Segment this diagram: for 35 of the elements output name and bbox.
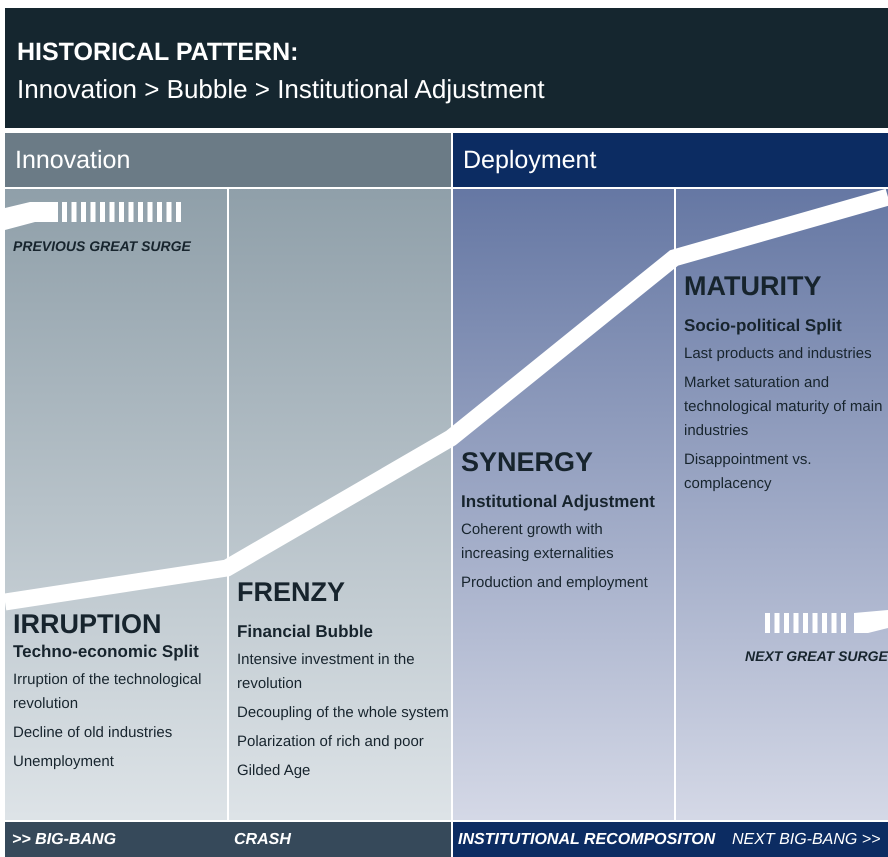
phase-description: Decline of old industries [13,723,174,743]
surge-label: PREVIOUS GREAT SURGE [13,238,191,254]
event-label: >> BIG-BANG [12,831,116,849]
section-label: Innovation [15,146,130,175]
section-label: Deployment [463,146,596,175]
phase-title: SYNERGY [461,447,594,478]
phase-panel [229,189,451,820]
phase-description: Unemployment [13,752,115,772]
phase-header [453,133,888,187]
phase-description: Production and employment [461,573,649,593]
phase-description: Disappointment vs. complacency [684,450,813,494]
phase-description: Intensive investment in the revolution [237,650,416,694]
phase-description: Last products and industries [684,344,873,364]
phase-subtitle: Financial Bubble [237,622,374,642]
surge-label: NEXT GREAT SURGE [745,648,888,664]
phase-title: MATURITY [684,271,822,302]
phase-description: Irruption of the technological revolution [13,670,202,714]
phase-subtitle: Institutional Adjustment [461,492,656,512]
phase-description: Decoupling of the whole system [237,703,450,723]
phase-title: IRRUPTION [13,609,162,640]
event-label: CRASH [234,831,291,849]
phase-description: Market saturation and technological maturity of main industries [684,373,884,441]
subtitle: Innovation > Bubble > Institutional Adjustment [17,74,545,105]
phase-header [5,133,451,187]
phase-description: Coherent growth with increasing externalities [461,520,615,564]
title: HISTORICAL PATTERN: [17,38,298,67]
phase-panel [676,189,888,820]
phase-panel [5,189,227,820]
phase-subtitle: Techno-economic Split [13,642,200,662]
phase-panel [453,189,674,820]
phase-description: Gilded Age [237,761,312,781]
event-label: NEXT BIG-BANG >> [732,831,880,849]
phase-description: Polarization of rich and poor [237,732,425,752]
phase-subtitle: Socio-political Split [684,316,843,336]
event-label: INSTITUTIONAL RECOMPOSITON [458,831,716,849]
